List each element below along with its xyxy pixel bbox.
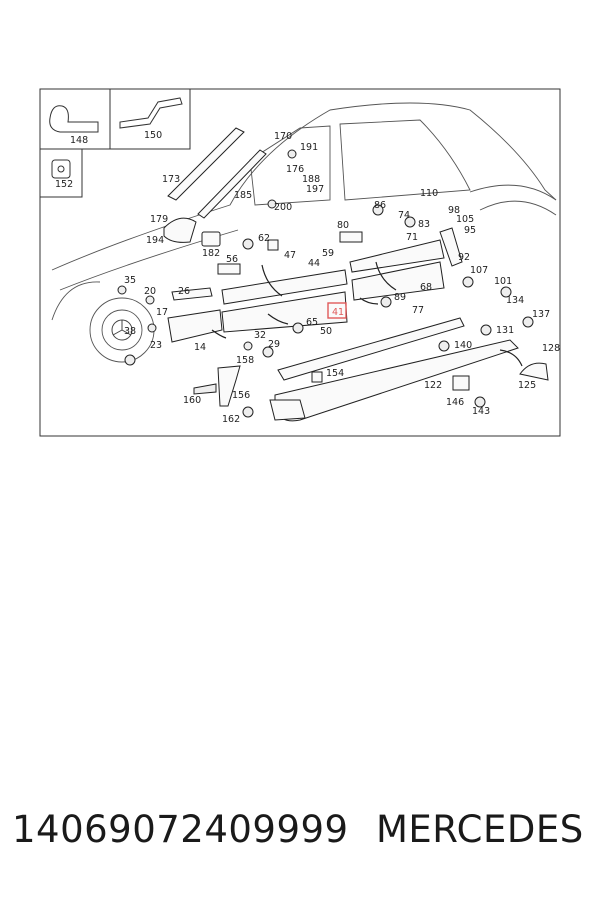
callout: 23 — [150, 340, 162, 351]
callout: 160 — [183, 395, 201, 406]
callout: 125 — [518, 380, 536, 391]
callout: 128 — [542, 343, 560, 354]
callout: 143 — [472, 406, 490, 417]
callout: 77 — [412, 305, 424, 316]
callout: 98 — [448, 205, 460, 216]
callout: 137 — [532, 309, 550, 320]
callout: 20 — [144, 286, 156, 297]
assembly-arrows — [211, 261, 523, 367]
callout: 188 — [302, 174, 320, 185]
trim-parts — [163, 127, 549, 422]
inset-boxes — [39, 88, 191, 198]
callout: 62 — [258, 233, 270, 244]
callout: 152 — [55, 179, 73, 190]
callout: 194 — [146, 235, 164, 246]
callout: 134 — [506, 295, 524, 306]
callout: 83 — [418, 219, 430, 230]
callout: 154 — [326, 368, 344, 379]
callout: 80 — [337, 220, 349, 231]
callout: 95 — [464, 225, 476, 236]
parts-diagram: 41 148 150 152 170 191 176 188 197 185 2… — [39, 88, 561, 437]
diagram-frame — [39, 88, 561, 437]
part-number: 14069072409999 — [12, 808, 349, 851]
callout: 173 — [162, 174, 180, 185]
callout: 35 — [124, 275, 136, 286]
callout: 131 — [496, 325, 514, 336]
callout: 122 — [424, 380, 442, 391]
callout: 158 — [236, 355, 254, 366]
callout: 185 — [234, 190, 252, 201]
callout: 197 — [306, 184, 324, 195]
callout: 68 — [420, 282, 432, 293]
callout: 200 — [274, 202, 292, 213]
highlighted-callout: 41 — [332, 307, 344, 318]
callout: 105 — [456, 214, 474, 225]
callout: 182 — [202, 248, 220, 259]
callout: 101 — [494, 276, 512, 287]
callout: 26 — [178, 286, 190, 297]
fasteners — [117, 149, 534, 418]
callout: 71 — [406, 232, 418, 243]
callout: 17 — [156, 307, 168, 318]
brand-name: MERCEDES — [376, 808, 584, 851]
callout: 148 — [70, 135, 88, 146]
callout: 107 — [470, 265, 488, 276]
callout: 191 — [300, 142, 318, 153]
highlight-box — [327, 302, 347, 319]
callout: 89 — [394, 292, 406, 303]
callout: 92 — [458, 252, 470, 263]
callout: 47 — [284, 250, 296, 261]
callout-labels: 148 150 152 170 191 176 188 197 185 200 … — [55, 130, 560, 425]
callout: 29 — [268, 339, 280, 350]
callout: 65 — [306, 317, 318, 328]
callout: 86 — [374, 200, 386, 211]
callout: 14 — [194, 342, 206, 353]
callout: 176 — [286, 164, 304, 175]
callout: 56 — [226, 254, 238, 265]
callout: 150 — [144, 130, 162, 141]
caption-bar: 14069072409999 MERCEDES — [0, 808, 600, 858]
callout: 110 — [420, 188, 438, 199]
callout: 44 — [308, 258, 320, 269]
callout: 38 — [124, 326, 136, 337]
callout: 59 — [322, 248, 334, 259]
callout: 146 — [446, 397, 464, 408]
callout: 32 — [254, 330, 266, 341]
callout: 170 — [274, 131, 292, 142]
callout: 140 — [454, 340, 472, 351]
callout: 162 — [222, 414, 240, 425]
callout: 179 — [150, 214, 168, 225]
callout: 74 — [398, 210, 410, 221]
callout: 50 — [320, 326, 332, 337]
callout: 156 — [232, 390, 250, 401]
wheel-star-icon — [111, 319, 133, 341]
inset-parts — [49, 97, 183, 179]
